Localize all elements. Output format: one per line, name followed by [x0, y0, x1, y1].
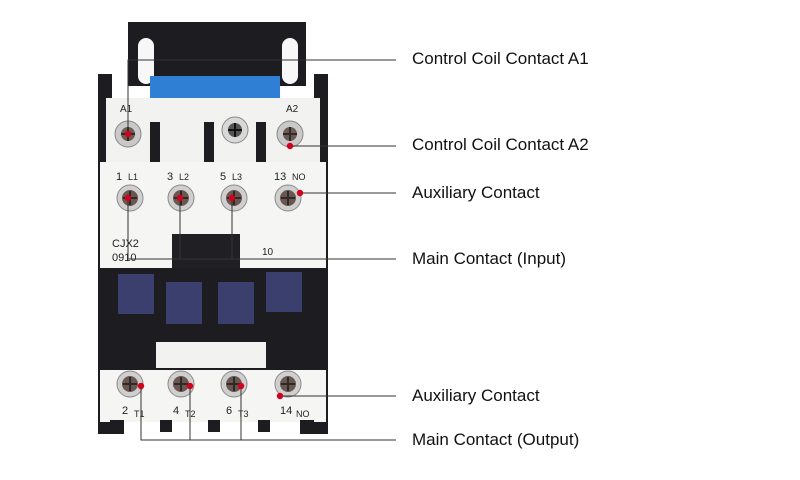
- top-terminal-number: 5: [220, 171, 226, 183]
- top-terminal-screws: [116, 184, 302, 212]
- callout-main-output: Main Contact (Output): [412, 430, 580, 449]
- leader-main-output-1: [140, 386, 396, 441]
- bottom-terminal-number: 4: [173, 405, 179, 417]
- callout-aux-top: Auxiliary Contact: [412, 183, 540, 202]
- bottom-terminal-screw-1: [116, 370, 144, 398]
- window-2: [166, 282, 202, 324]
- aux-number-text: 10: [262, 247, 274, 258]
- callout-coil-a2: Control Coil Contact A2: [412, 135, 589, 154]
- bottom-terminal-screws: [116, 370, 302, 398]
- foot-5: [300, 420, 314, 434]
- model-text: CJX2: [112, 238, 139, 250]
- marker-aux-top: [296, 189, 304, 197]
- marker-coil-a1: [124, 130, 132, 138]
- callout-main-input: Main Contact (Input): [412, 249, 567, 268]
- mounting-slot-left: [138, 38, 154, 84]
- callout-aux-bottom: Auxiliary Contact: [412, 386, 540, 405]
- top-terminal-screw-4: [274, 184, 302, 212]
- mounting-slot-right: [282, 38, 298, 84]
- top-terminal-name: L2: [179, 172, 189, 182]
- bottom-terminal-name: NO: [296, 409, 310, 419]
- window-1: [118, 274, 154, 314]
- callout-coil-a1: Control Coil Contact A1: [412, 49, 589, 68]
- marker-aux-bottom: [276, 392, 284, 400]
- foot-2: [160, 420, 172, 432]
- top-terminal-name: L3: [232, 172, 242, 182]
- window-3: [218, 282, 254, 324]
- top-terminal-number: 13: [274, 171, 286, 183]
- bottom-terminal-number: 6: [226, 405, 232, 417]
- leader-coil-a1: [127, 59, 396, 134]
- top-terminal-name: NO: [292, 172, 306, 182]
- bottom-terminal-name: T3: [238, 409, 249, 419]
- rating-text: 0910: [112, 252, 136, 264]
- bottom-terminal-number: 14: [280, 405, 292, 417]
- top-terminal-number: 3: [167, 171, 173, 183]
- bottom-terminal-name: T1: [134, 409, 145, 419]
- leader-lines: [127, 59, 396, 441]
- window-4: [266, 272, 302, 312]
- top-terminal-name: L1: [128, 172, 138, 182]
- marker-input-1: [124, 194, 132, 202]
- white-slider: [156, 342, 266, 368]
- coil-label-a2: A2: [286, 104, 299, 115]
- top-housing: [128, 22, 306, 86]
- foot-1: [110, 420, 124, 434]
- red-markers: [124, 130, 304, 400]
- bottom-terminal-screw-2: [167, 370, 195, 398]
- marker-output-3: [237, 382, 245, 390]
- marker-input-2: [176, 194, 184, 202]
- center-adjust-screw: [221, 116, 249, 144]
- bottom-terminal-screw-4: [274, 370, 302, 398]
- marker-output-2: [186, 382, 194, 390]
- marker-coil-a2: [286, 142, 294, 150]
- coil-divider-3: [256, 122, 266, 162]
- coil-divider-2: [204, 122, 214, 162]
- top-terminal-number: 1: [116, 171, 122, 183]
- foot-3: [208, 420, 220, 432]
- marker-input-3: [228, 194, 236, 202]
- coil-label-a1: A1: [120, 104, 133, 115]
- leader-main-input-1: [127, 198, 396, 260]
- foot-4: [258, 420, 270, 432]
- center-recess: [172, 234, 240, 270]
- coil-divider-1: [150, 122, 160, 162]
- bottom-terminal-number: 2: [122, 405, 128, 417]
- top-terminal-labels: 1 L1 3 L2 5 L3 13 NO: [116, 171, 306, 183]
- marker-output-1: [137, 382, 145, 390]
